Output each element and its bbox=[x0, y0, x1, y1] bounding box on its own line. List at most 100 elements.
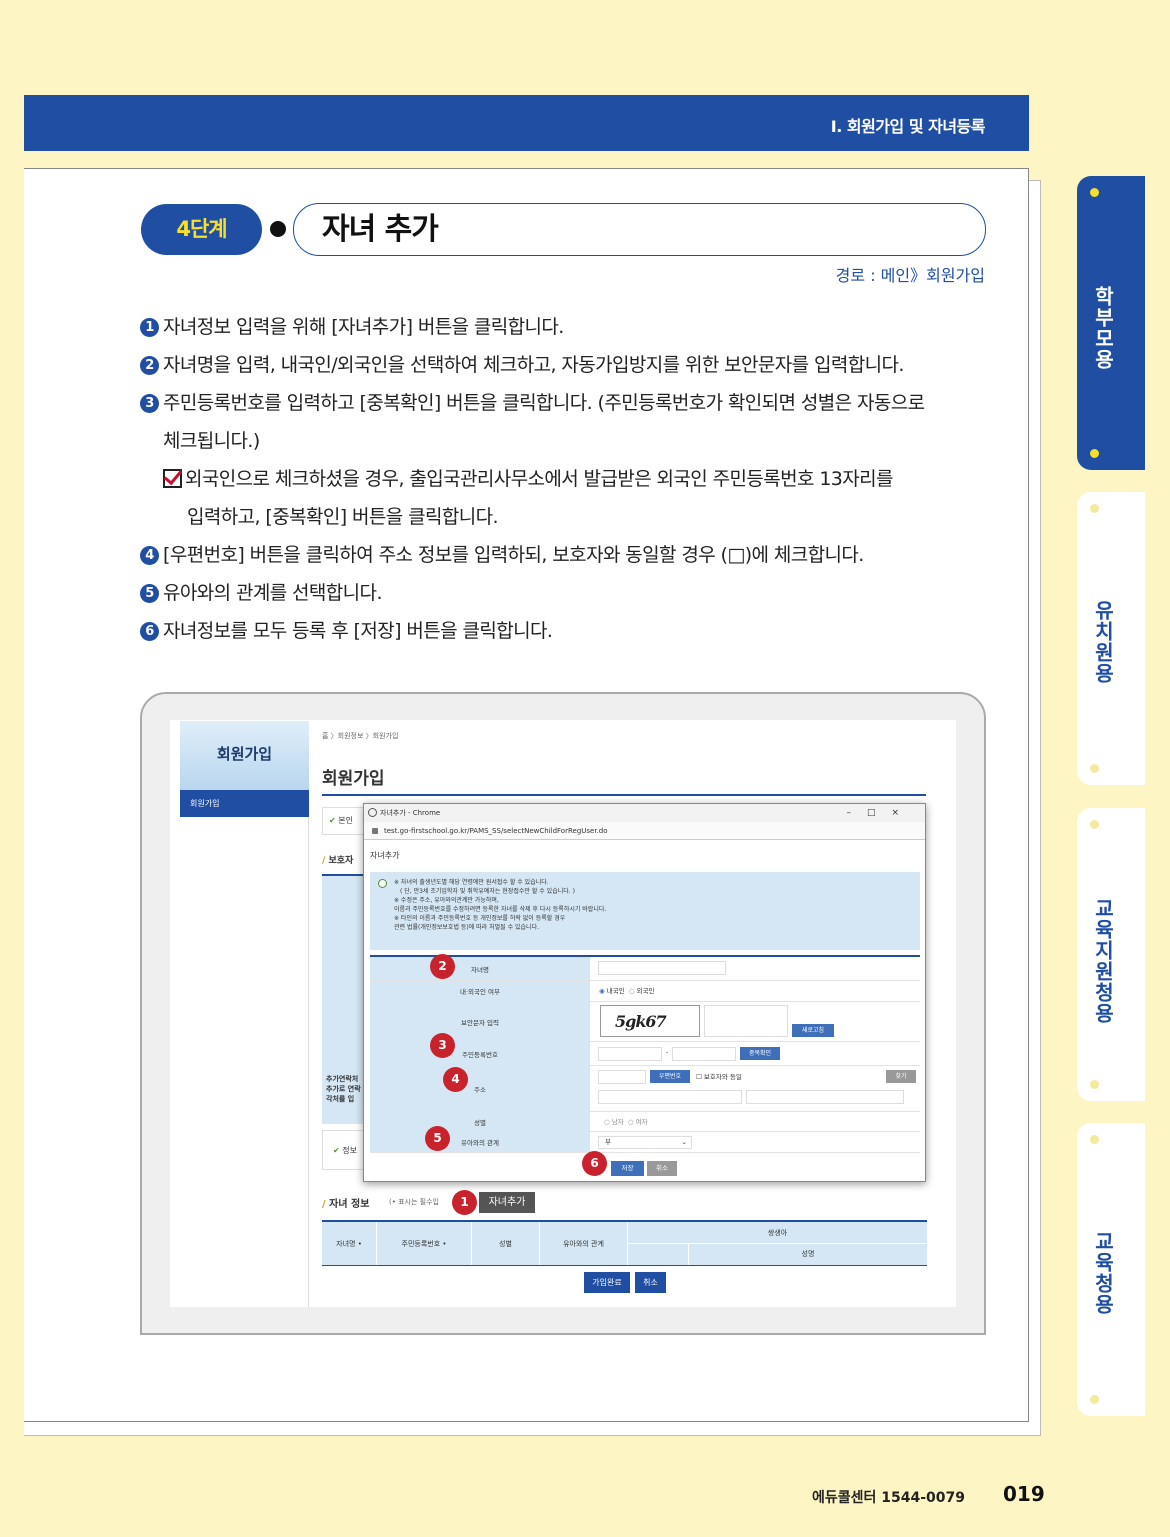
notice-line: ※ 타인의 이름과 주민등록번호 등 개인정보를 허락 없이 등록할 경우 bbox=[394, 915, 566, 922]
tab-dot-icon bbox=[1090, 504, 1099, 513]
popup-notice: ※ 자녀의 출생년도별 해당 연령에만 원서접수 할 수 있습니다. ( 단, … bbox=[370, 872, 920, 950]
window-controls[interactable]: –□× bbox=[846, 808, 915, 818]
screenshot-divider bbox=[322, 794, 926, 796]
notice-line: 이름과 주민등록번호를 수정하려면 등록한 자녀를 삭제 후 다시 등록하시기 … bbox=[394, 906, 607, 913]
column-header: 성명 bbox=[688, 1243, 927, 1265]
instruction-text: 유아와의 관계를 선택합니다. bbox=[163, 582, 382, 604]
form-row-gender: 성별 ○ 남자 ○ 여자 bbox=[370, 1112, 920, 1132]
form-row-address: 주소 우편번호 ☐ 보호자와 동일 찾기 bbox=[370, 1066, 920, 1112]
captcha-image: 5gk67 bbox=[600, 1005, 700, 1037]
rrn-back-input[interactable] bbox=[672, 1047, 736, 1061]
address-detail-input[interactable] bbox=[746, 1090, 904, 1104]
popup-cancel-button[interactable]: 취소 bbox=[647, 1161, 677, 1176]
step-marker: 6 bbox=[582, 1151, 607, 1176]
checkbox-icon[interactable]: ☐ bbox=[696, 1073, 702, 1081]
notice-line: ( 단, 만3세 조기입학자 및 취학유예자는 현장접수만 할 수 있습니다. … bbox=[400, 888, 575, 895]
tab-dot-icon bbox=[1090, 188, 1099, 197]
side-tab-parent[interactable]: 학부모용 bbox=[1077, 176, 1145, 470]
side-tab-education-office[interactable]: 교육청용 bbox=[1077, 1123, 1145, 1416]
radio-icon[interactable]: ○ bbox=[604, 1118, 610, 1126]
check-circle-icon bbox=[378, 879, 387, 888]
step-badge: 4단계 bbox=[141, 204, 262, 255]
address-find-button[interactable]: 찾기 bbox=[886, 1070, 916, 1083]
screenshot-info-box: ✔ 정보 bbox=[322, 1130, 368, 1170]
side-tab-education-support-office[interactable]: 교육지원청용 bbox=[1077, 808, 1145, 1101]
rrn-front-input[interactable] bbox=[598, 1047, 662, 1061]
captcha-input[interactable] bbox=[704, 1005, 788, 1037]
join-cancel-button[interactable]: 취소 bbox=[635, 1272, 666, 1293]
check-circle-icon: ✔ bbox=[333, 1146, 340, 1155]
side-tab-kindergarten[interactable]: 유치원용 bbox=[1077, 492, 1145, 785]
field-label: 보안문자 입력 bbox=[370, 1002, 590, 1041]
address-main-input[interactable] bbox=[598, 1090, 742, 1104]
relation-select[interactable]: 부 ⌄ bbox=[598, 1136, 692, 1149]
step-number-icon: 1 bbox=[140, 318, 159, 337]
rrn-dash: - bbox=[666, 1048, 669, 1056]
field-label: 주민등록번호 bbox=[370, 1042, 590, 1065]
notice-line: ※ 자녀의 출생년도별 해당 연령에만 원서접수 할 수 있습니다. bbox=[394, 879, 549, 886]
step-marker: 1 bbox=[452, 1190, 477, 1215]
column-header: 쌍생아 bbox=[628, 1222, 927, 1244]
call-center-info: 에듀콜센터 1544-0079 bbox=[811, 1490, 965, 1506]
step-title: 자녀 추가 bbox=[293, 203, 986, 256]
column-header-group: 쌍생아 성명 bbox=[628, 1222, 927, 1265]
field-label: 성별 bbox=[370, 1112, 590, 1131]
screenshot-breadcrumb: 홈 〉회원정보 〉회원가입 bbox=[322, 732, 399, 740]
tab-dot-icon bbox=[1090, 1080, 1099, 1089]
save-button[interactable]: 저장 bbox=[611, 1161, 644, 1176]
step-number-icon: 5 bbox=[140, 584, 159, 603]
column-header: 성별 bbox=[472, 1222, 540, 1265]
field-label: 자녀명 bbox=[370, 957, 590, 980]
popup-url: test.go-firstschool.go.kr/PAMS_SS/select… bbox=[384, 827, 608, 835]
instruction-text: 외국인으로 체크하셨을 경우, 출입국관리사무소에서 발급받은 외국인 주민등록… bbox=[185, 468, 894, 490]
screenshot-child-table-header: 자녀명 • 주민등록번호 • 성별 유아와의 관계 쌍생아 성명 bbox=[322, 1220, 927, 1266]
field-label: 내·외국인 여부 bbox=[370, 981, 590, 1001]
form-row-captcha: 보안문자 입력 5gk67 새로고침 bbox=[370, 1002, 920, 1042]
checkbox-checked-icon bbox=[163, 469, 182, 488]
notice-line: ※ 수정은 주소, 유아와의관계만 가능하며, bbox=[394, 897, 499, 904]
section-header-bar: Ⅰ. 회원가입 및 자녀등록 bbox=[24, 95, 1029, 151]
duplicate-check-button[interactable]: 중복확인 bbox=[740, 1047, 780, 1060]
column-header: 자녀명 • bbox=[322, 1222, 377, 1265]
step-marker: 5 bbox=[425, 1126, 450, 1151]
zipcode-input[interactable] bbox=[598, 1070, 646, 1084]
step-marker: 2 bbox=[430, 954, 455, 979]
tab-dot-icon bbox=[1090, 1395, 1099, 1404]
form-row-name: 자녀명 bbox=[370, 957, 920, 981]
instruction-text: 주민등록번호를 입력하고 [중복확인] 버튼을 클릭합니다. (주민등록번호가 … bbox=[163, 392, 925, 414]
side-tab-label: 교육지원청용 bbox=[1091, 898, 1115, 1024]
step-number-icon: 2 bbox=[140, 356, 159, 375]
step-number-icon: 4 bbox=[140, 546, 159, 565]
screenshot-sidebar-title: 회원가입 bbox=[180, 721, 309, 790]
form-row-relation: 유아와의 관계 부 ⌄ bbox=[370, 1132, 920, 1153]
add-child-popup-window: 자녀추가 - Chrome –□× test.go-firstschool.go… bbox=[363, 803, 926, 1182]
section-title: Ⅰ. 회원가입 및 자녀등록 bbox=[830, 117, 986, 136]
child-name-input[interactable] bbox=[598, 961, 726, 975]
child-form: 자녀명 내·외국인 여부 ◉ 내국인 ○ 외국인 보안문자 입력 5gk67 새… bbox=[370, 955, 920, 1153]
join-complete-button[interactable]: 가입완료 bbox=[584, 1272, 630, 1293]
form-row-nationality: 내·외국인 여부 ◉ 내국인 ○ 외국인 bbox=[370, 981, 920, 1002]
radio-icon[interactable]: ○ bbox=[627, 1118, 634, 1126]
screenshot-child-section-title: / 자녀 정보 bbox=[322, 1199, 370, 1210]
pencil-icon: / bbox=[322, 1199, 326, 1210]
instruction-item: 4[우편번호] 버튼을 클릭하여 주소 정보를 입력하되, 보호자와 동일할 경… bbox=[140, 538, 990, 576]
instruction-text: 자녀정보를 모두 등록 후 [저장] 버튼을 클릭합니다. bbox=[163, 620, 553, 642]
route-path: 경로 : 메인》회원가입 bbox=[835, 266, 985, 285]
radio-selected-icon[interactable]: ◉ bbox=[599, 987, 605, 995]
popup-window-title: 자녀추가 - Chrome bbox=[380, 809, 441, 817]
tab-dot-icon bbox=[1090, 764, 1099, 773]
zipcode-button[interactable]: 우편번호 bbox=[650, 1070, 690, 1083]
add-child-button[interactable]: 자녀추가 bbox=[479, 1192, 535, 1213]
tab-dot-icon bbox=[1090, 449, 1099, 458]
check-circle-icon: ✔ bbox=[329, 816, 336, 825]
popup-address-bar: test.go-firstschool.go.kr/PAMS_SS/select… bbox=[364, 822, 925, 840]
side-tab-label: 학부모용 bbox=[1091, 286, 1115, 370]
screenshot-sidebar-item[interactable]: 회원가입 bbox=[180, 790, 309, 817]
paper-shadow-bottom bbox=[24, 1422, 1041, 1436]
notice-line: 관련 법률(개인정보보호법 등)에 따라 처벌될 수 있습니다. bbox=[394, 924, 539, 931]
form-row-rrn: 주민등록번호 - 중복확인 bbox=[370, 1042, 920, 1066]
captcha-refresh-button[interactable]: 새로고침 bbox=[792, 1024, 834, 1037]
radio-icon[interactable]: ○ bbox=[628, 987, 635, 995]
